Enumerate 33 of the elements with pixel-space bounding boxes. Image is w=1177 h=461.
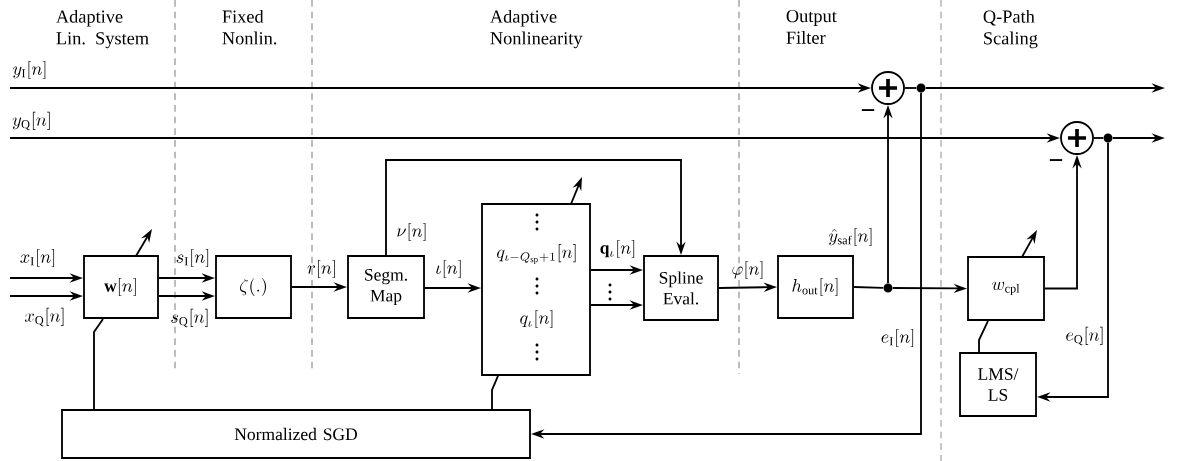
summing-junction: [871, 71, 905, 105]
signal-label: $\iota[n]$: [436, 259, 461, 279]
arrow: [385, 159, 686, 256]
summing-junction: [1060, 121, 1094, 155]
signal-label: $e_{\mathrm{Q}}[n]$: [1066, 326, 1103, 346]
filter-box: $h_{\mathrm{out}}[n]$: [777, 255, 854, 319]
filter-box: $\mathbf{w}[n]$: [83, 255, 159, 319]
signal-label: $\varphi[n]$: [732, 260, 763, 280]
block-box: Segm. Map: [347, 255, 425, 319]
block-box: Spline Eval.: [643, 255, 719, 321]
weight-box: $w_{\mathrm{cpl}}$: [967, 256, 1045, 321]
section-heading: Adaptive Lin. System: [56, 9, 149, 49]
function-box: $\zeta(.)$: [215, 255, 292, 319]
section-heading: Output Filter: [786, 9, 837, 44]
section-heading: Q-Path Scaling: [983, 9, 1038, 49]
signal-label: $\hat{y}_{\mathrm{saf}}[n]$: [828, 227, 872, 247]
signal-label: $e_{\mathrm{I}}[n]$: [881, 328, 914, 348]
signal-label: $y_{\mathrm{Q}}[n]$: [12, 111, 50, 131]
section-heading: Adaptive Nonlinearity: [490, 9, 583, 49]
block-box: LMS/ LS: [959, 352, 1037, 417]
signal-label: $r[n]$: [307, 259, 335, 279]
signal-label: $s_{\mathrm{Q}}[n]$: [171, 308, 208, 328]
signal-label: $s_{\mathrm{I}}[n]$: [176, 248, 209, 268]
signal-label: $x_{\mathrm{I}}[n]$: [20, 248, 55, 268]
signal-label: $y_{\mathrm{I}}[n]$: [13, 60, 46, 80]
section-heading: Fixed Nonlin.: [222, 9, 277, 45]
minus-sign: −: [1049, 159, 1063, 161]
memory-box: $q_{\iota-Q_{\mathrm{sp}}+1}[n]$ $q_{\iota}[n]$: [481, 203, 591, 376]
signal-label: $x_{\mathrm{Q}}[n]$: [24, 307, 64, 327]
signal-label: $\mathbf{q}_{\iota}[n]$: [600, 239, 635, 259]
update-box: Normalized SGD: [61, 409, 531, 459]
signal-label: $\nu[n]$: [397, 222, 426, 242]
minus-sign: −: [861, 109, 875, 111]
